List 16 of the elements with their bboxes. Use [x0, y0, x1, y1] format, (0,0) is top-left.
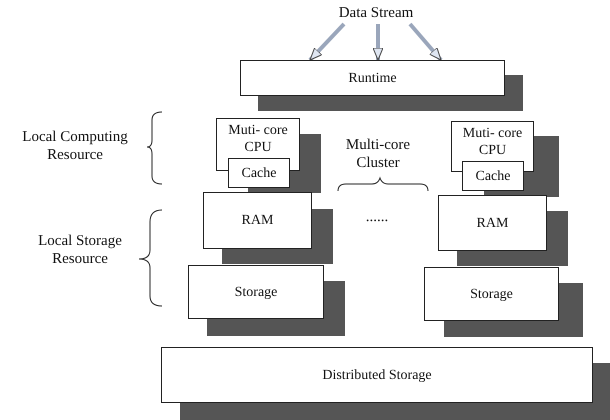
layer-box: RAM [203, 192, 312, 249]
arrow [408, 22, 443, 62]
group-label: Multi-core Cluster [344, 136, 412, 172]
arrow [308, 22, 346, 62]
arrow [372, 24, 384, 60]
layer-box: Distributed Storage [161, 347, 593, 403]
layer-box: Cache [462, 161, 524, 191]
layer-box: Storage [188, 265, 324, 319]
ellipsis: ...... [364, 208, 390, 226]
layer-box: Runtime [240, 60, 505, 96]
layer-box: Storage [424, 267, 559, 321]
side-label: Local Computing Resource [21, 128, 129, 164]
layer-box: Cache [228, 158, 290, 188]
side-label: Local Storage Resource [37, 232, 123, 268]
stream-label: Data Stream [300, 2, 452, 24]
layer-box: RAM [438, 195, 547, 251]
